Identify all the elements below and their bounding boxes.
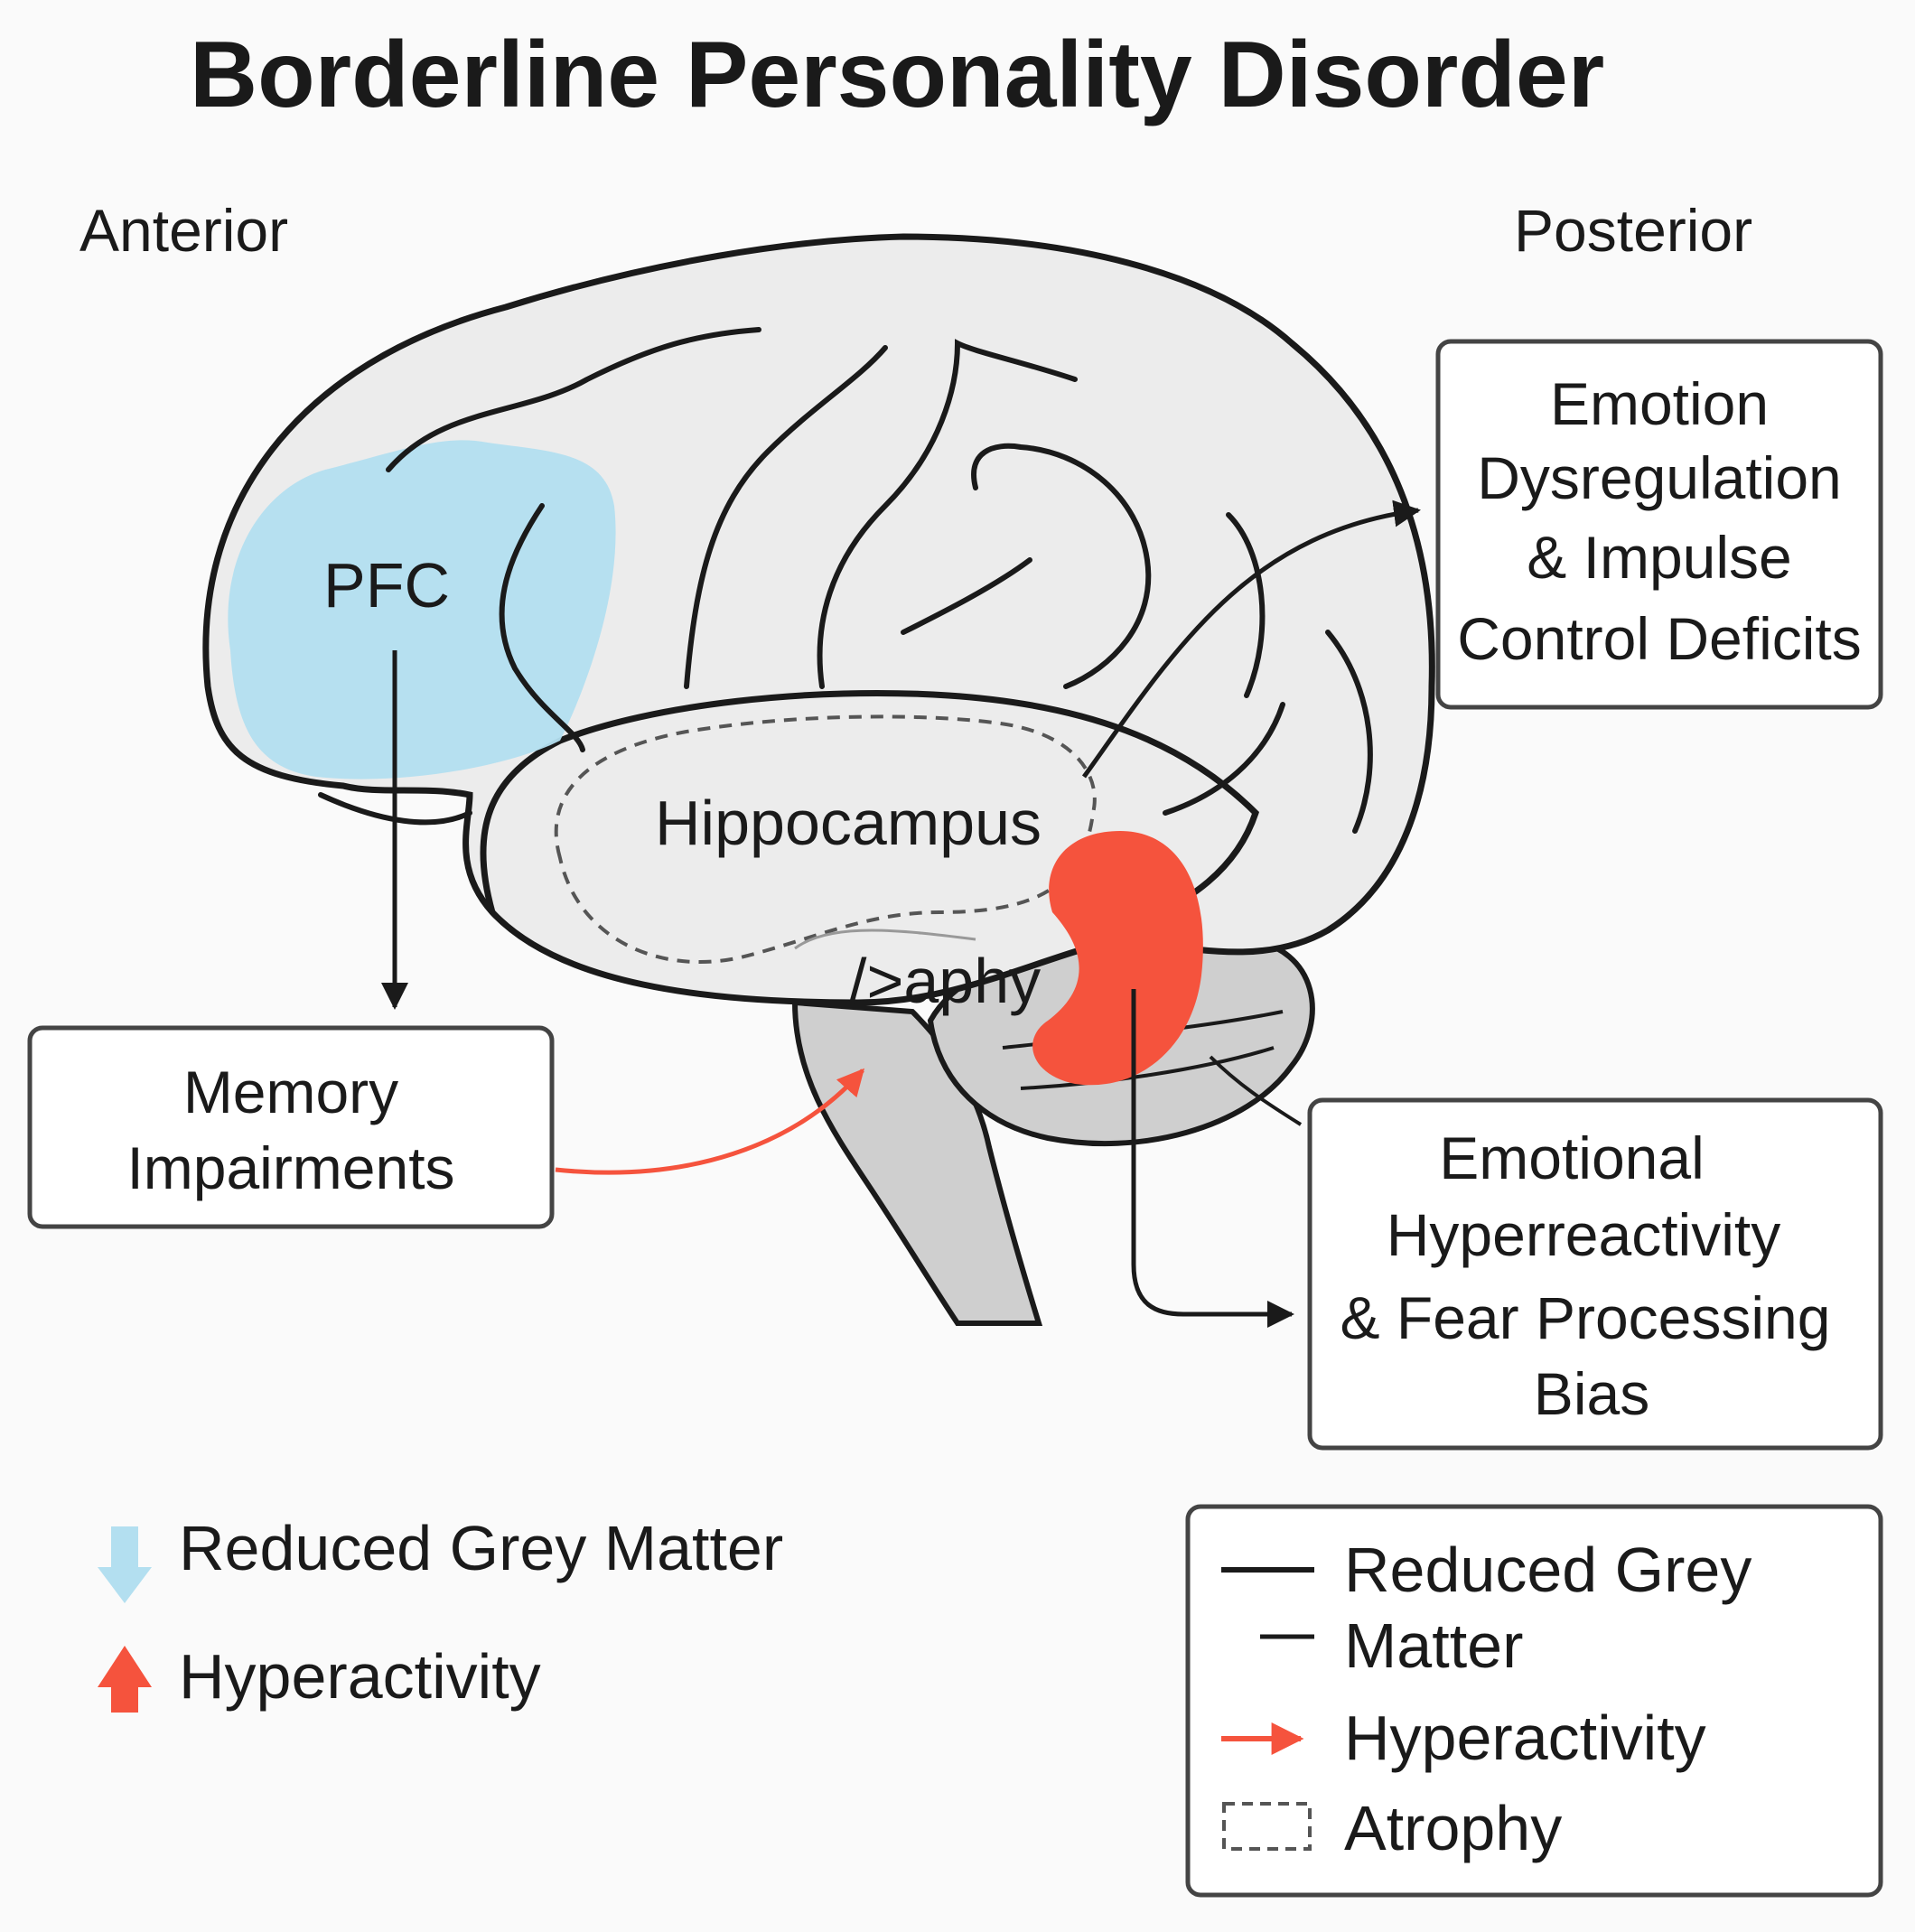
memory-impairments-box: Memory Impairments [27,1025,555,1229]
emotion-dysregulation-box: Emotion Dysregulation & Impulse Control … [1435,339,1883,710]
emotional-hyperreactivity-line-4: Bias [1534,1360,1649,1427]
legend-left-hyper-label: Hyperactivity [179,1641,541,1712]
emotional-hyperreactivity-line-1: Emotional [1439,1125,1705,1191]
up-arrow-icon [98,1646,152,1713]
anterior-label: Anterior [79,197,288,264]
legend-hyper-label: Hyperactivity [1344,1703,1706,1773]
legend-reduced-label-line-2: Matter [1344,1610,1523,1681]
emotional-hyperreactivity-line-3: & Fear Processing [1340,1284,1831,1351]
down-arrow-icon [98,1526,152,1603]
posterior-label: Posterior [1514,197,1752,264]
legend-left-reduced-label: Reduced Grey Matter [179,1513,783,1583]
emotion-dysregulation-line-1: Emotion [1550,370,1769,437]
atrophy-region-label: />aphy [849,946,1041,1016]
hippocampus-to-dysregulation-arrow [1081,499,1421,779]
hippocampus-label: Hippocampus [655,788,1042,858]
brain-sulci [318,327,1373,834]
emotion-dysregulation-line-4: Control Deficits [1457,605,1861,672]
hippocampus-region [554,714,1097,965]
memory-to-amygdala-arrow [555,1068,864,1175]
memory-impairments-line-1: Memory [183,1059,398,1125]
emotional-hyperreactivity-box: Emotional Hyperreactivity & Fear Process… [1307,1097,1883,1451]
diagram-title: Borderline Personality Disorder [190,23,1604,127]
emotion-dysregulation-line-3: & Impulse [1527,524,1791,591]
amygdala-to-hyperreactivity-arrow [1131,989,1294,1328]
pfc-region [228,440,616,779]
memory-impairments-line-2: Impairments [126,1134,454,1201]
legend-left: Reduced Grey Matter Hyperactivity [98,1513,783,1713]
temporal-lobe [480,689,1260,934]
pfc-label: PFC [323,550,450,621]
brain-outline [202,233,1435,1006]
emotional-hyperreactivity-line-2: Hyperreactivity [1387,1201,1780,1268]
emotion-dysregulation-line-2: Dysregulation [1477,444,1842,511]
legend-reduced-label-line-1: Reduced Grey [1344,1535,1752,1605]
legend-box: Reduced Grey Matter Hyperactivity Atroph… [1185,1504,1883,1898]
amygdala-region [1032,831,1203,1086]
legend-dashed-swatch [1222,1802,1312,1851]
legend-atrophy-label: Atrophy [1344,1793,1562,1863]
